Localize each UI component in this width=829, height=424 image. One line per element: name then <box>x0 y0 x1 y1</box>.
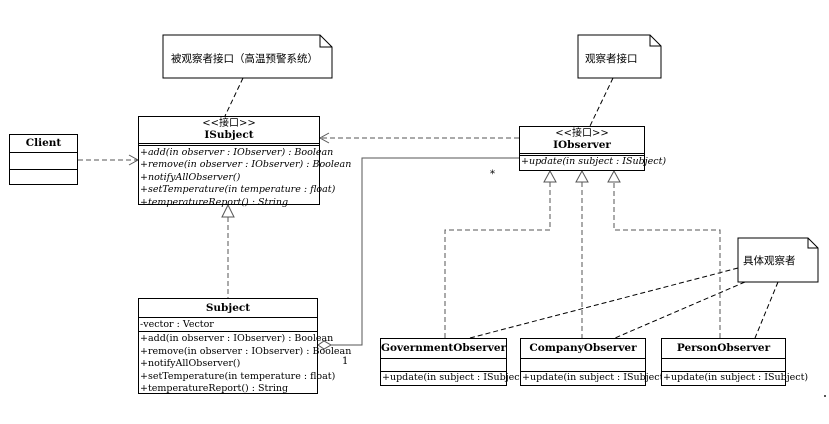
isubject-stereotype: <<接口>> <box>202 118 256 129</box>
iobserver-stereotype: <<接口>> <box>555 128 609 139</box>
person-realization-triangle <box>607 169 621 183</box>
concrete-note-anchor-government <box>469 267 739 339</box>
observer-note-text: 观察者接口 <box>585 53 638 65</box>
person-observer-operation: +update(in subject : ISubject) <box>663 372 809 383</box>
isubject-operation: +temperatureReport() : String <box>140 196 289 208</box>
iobserver-attributes-compartment <box>520 153 644 155</box>
iobserver-name: IObserver <box>553 139 611 151</box>
concrete-note-anchor-company <box>614 281 746 339</box>
subject-class: Subject -vector : Vector +add(in observe… <box>138 298 352 395</box>
company-realization-triangle <box>575 169 589 183</box>
observer-note-fold <box>649 35 661 47</box>
subject-operation: +add(in observer : IObserver) : Boolean <box>140 333 334 345</box>
government-observer-attributes-compartment <box>381 358 506 371</box>
subject-attributes-compartment: -vector : Vector <box>139 317 317 331</box>
company-observer-operation: +update(in subject : ISubject) <box>522 372 668 383</box>
person-observer-name: PersonObserver <box>676 342 771 354</box>
isubject-operation: +notifyAllObserver() <box>140 171 241 183</box>
image-artifact <box>824 395 826 397</box>
subject-operations-compartment: +add(in observer : IObserver) : Boolean … <box>139 331 352 395</box>
person-realization-line <box>613 182 721 338</box>
company-observer-operations-compartment: +update(in subject : ISubject) <box>521 371 668 384</box>
concrete-note-text: 具体观察者 <box>743 255 796 267</box>
aggregation-line <box>331 157 519 346</box>
multiplicity-one: 1 <box>342 356 349 367</box>
iobserver-operation: +update(in subject : ISubject) <box>521 156 667 167</box>
subject-operation: +notifyAllObserver() <box>140 358 241 370</box>
subject-realization-triangle <box>221 203 235 218</box>
concrete-note-anchor-person <box>754 281 779 339</box>
iobserver-interface: <<接口>> IObserver +update(in subject : IS… <box>519 126 667 171</box>
isubject-name: ISubject <box>204 129 254 141</box>
isubject-attributes-compartment <box>139 143 319 145</box>
subject-name: Subject <box>205 302 251 314</box>
person-observer-operations-compartment: +update(in subject : ISubject) <box>662 371 809 384</box>
aggregation-diamond <box>317 340 333 350</box>
government-observer-operations-compartment: +update(in subject : ISubject) <box>381 371 528 384</box>
subject-note-shape <box>162 34 333 79</box>
isubject-operation: +add(in observer : IObserver) : Boolean <box>140 147 334 158</box>
government-realization-triangle <box>543 169 557 183</box>
government-realization-line <box>444 182 551 338</box>
observer-dependency-arrowhead <box>318 132 330 144</box>
concrete-note-fold <box>807 238 818 249</box>
isubject-operation: +setTemperature(in temperature : float) <box>140 184 336 196</box>
company-observer-name: CompanyObserver <box>529 342 637 354</box>
subject-note-fold <box>319 35 332 48</box>
observer-note-shape <box>577 34 662 79</box>
subject-operation: +remove(in observer : IObserver) : Boole… <box>140 345 352 357</box>
subject-operation: +temperatureReport() : String <box>140 383 289 395</box>
person-observer-attributes-compartment <box>662 358 785 371</box>
subject-note-anchor <box>224 77 244 117</box>
concrete-note-shape <box>737 237 819 283</box>
client-operations-divider <box>10 169 77 170</box>
isubject-operation: +remove(in observer : IObserver) : Boole… <box>140 159 352 171</box>
government-observer-class: GovernmentObserver +update(in subject : … <box>380 338 528 386</box>
multiplicity-many: * <box>490 169 495 180</box>
company-observer-class: CompanyObserver +update(in subject : ISu… <box>520 338 668 386</box>
iobserver-operations-compartment: +update(in subject : ISubject) <box>520 155 667 168</box>
person-observer-class: PersonObserver +update(in subject : ISub… <box>661 338 809 386</box>
subject-note-text: 被观察者接口（高温预警系统） <box>171 53 318 65</box>
company-observer-attributes-compartment <box>521 358 645 371</box>
isubject-operations-compartment: +add(in observer : IObserver) : Boolean … <box>139 145 352 209</box>
client-attributes-divider <box>10 152 77 153</box>
subject-attribute: -vector : Vector <box>140 319 214 330</box>
observer-note-anchor <box>589 77 614 127</box>
client-class: Client <box>9 134 78 185</box>
government-observer-operation: +update(in subject : ISubject) <box>382 372 528 383</box>
client-class-name: Client <box>25 137 62 149</box>
subject-operation: +setTemperature(in temperature : float) <box>140 370 336 382</box>
isubject-interface: <<接口>> ISubject +add(in observer : IObse… <box>138 116 351 208</box>
government-observer-name: GovernmentObserver <box>381 342 507 354</box>
